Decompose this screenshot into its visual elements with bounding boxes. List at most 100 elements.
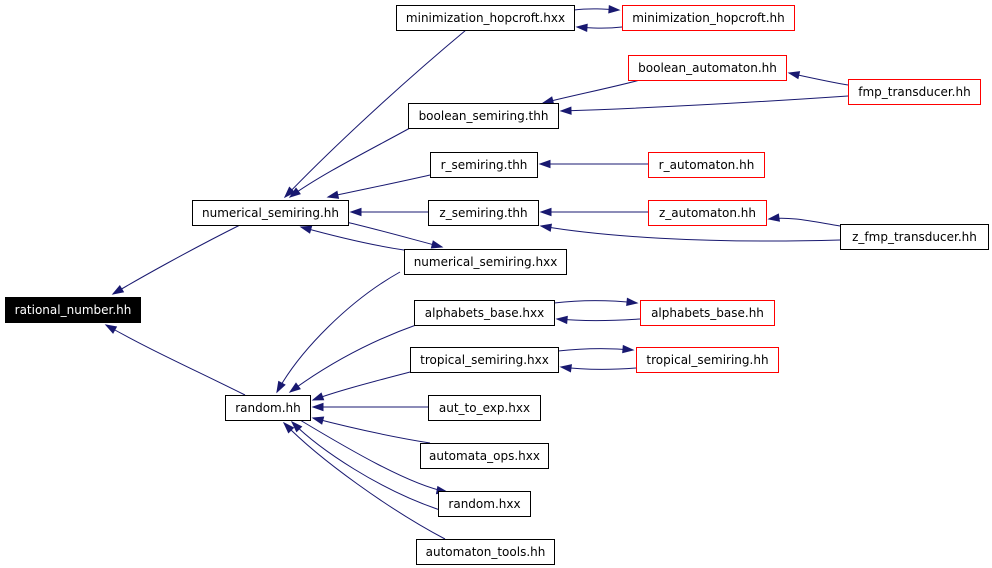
node-z-semiring-thh[interactable]: z_semiring.thh [428, 200, 539, 226]
arrowhead-icon [104, 324, 118, 334]
node-r-automaton-hh[interactable]: r_automaton.hh [648, 152, 765, 178]
edge-line [540, 225, 841, 242]
node-fmp-transducer-hh[interactable]: fmp_transducer.hh [848, 79, 981, 105]
arrowhead-icon [541, 96, 555, 105]
arrowhead-icon [349, 207, 362, 217]
node-box [636, 347, 779, 373]
edge-boolean_automaton_hh-to-boolean_semiring_thh [541, 79, 641, 105]
node-label: aut_to_exp.hxx [439, 401, 530, 415]
node-label: alphabets_base.hh [651, 306, 764, 320]
arrowhead-icon [767, 213, 780, 222]
edge-z_fmp_transducer_hh-to-z_automaton_hh [767, 213, 841, 227]
edge-line [345, 221, 443, 248]
node-box [628, 55, 787, 81]
node-box [430, 152, 538, 178]
edge-line [312, 417, 431, 444]
node-automaton-tools-hh[interactable]: automaton_tools.hh [416, 539, 555, 565]
node-box [396, 5, 575, 31]
node-box [848, 79, 981, 105]
arrowhead-icon [326, 190, 340, 199]
node-label: alphabets_base.hxx [425, 306, 544, 320]
nodes-layer: rational_number.hhnumerical_semiring.hhr… [5, 5, 989, 565]
node-box [420, 443, 549, 469]
node-label: minimization_hopcroft.hh [632, 11, 785, 25]
edge-random_hxx-to-random_hh [290, 420, 441, 511]
arrowhead-icon [622, 344, 635, 354]
arrowhead-icon [276, 380, 286, 394]
node-z-automaton-hh[interactable]: z_automaton.hh [648, 200, 767, 226]
node-rational-number-hh[interactable]: rational_number.hh [5, 297, 141, 323]
node-label: r_semiring.thh [441, 158, 528, 172]
edge-automata_ops_hxx-to-random_hh [311, 416, 431, 444]
edge-boolean_semiring_thh-to-numerical_semiring_hh [288, 127, 411, 198]
edge-line [284, 29, 467, 198]
edge-line [291, 421, 441, 511]
edge-line [553, 300, 638, 304]
edge-numerical_semiring_hxx-to-numerical_semiring_hh [299, 225, 405, 251]
edge-automaton_tools_hh-to-random_hh [282, 421, 446, 540]
node-boolean-semiring-thh[interactable]: boolean_semiring.thh [408, 103, 559, 129]
node-box [648, 152, 765, 178]
node-box [416, 539, 555, 565]
edge-numerical_semiring_hxx-to-random_hh [276, 271, 401, 394]
edge-alphabets_base_hxx-to-alphabets_base_hh [553, 297, 639, 307]
arrowhead-icon [311, 392, 325, 401]
node-label: tropical_semiring.hxx [420, 353, 549, 367]
edge-line [299, 419, 448, 493]
edge-line [560, 95, 849, 112]
edge-numerical_semiring_hh-to-rational_number_hh [111, 224, 241, 295]
arrowhead-icon [283, 186, 296, 199]
edge-line [542, 79, 641, 104]
node-label: random.hxx [448, 497, 520, 511]
node-box [192, 200, 349, 226]
node-random-hxx[interactable]: random.hxx [438, 491, 531, 517]
node-boolean-automaton-hh[interactable]: boolean_automaton.hh [628, 55, 787, 81]
node-box [428, 395, 541, 421]
node-label: z_automaton.hh [659, 206, 756, 220]
node-box [404, 249, 567, 275]
node-box [438, 491, 531, 517]
edge-line [560, 366, 637, 370]
node-box [428, 200, 539, 226]
arrowhead-icon [111, 285, 125, 295]
node-z-fmp-transducer-hh[interactable]: z_fmp_transducer.hh [840, 224, 989, 250]
node-alphabets-base-hh[interactable]: alphabets_base.hh [640, 300, 775, 326]
node-r-semiring-thh[interactable]: r_semiring.thh [430, 152, 538, 178]
node-random-hh[interactable]: random.hh [225, 395, 311, 421]
node-alphabets-base-hxx[interactable]: alphabets_base.hxx [414, 300, 555, 326]
node-minimization-hopcroft-hxx[interactable]: minimization_hopcroft.hxx [396, 5, 575, 31]
edge-line [312, 371, 411, 401]
node-automata-ops-hxx[interactable]: automata_ops.hxx [420, 443, 549, 469]
node-tropical-semiring-hxx[interactable]: tropical_semiring.hxx [410, 347, 559, 373]
node-label: r_automaton.hh [659, 158, 755, 172]
edge-r_automaton_hh-to-r_semiring_thh [538, 159, 648, 169]
arrowhead-icon [559, 106, 572, 115]
edge-minimization_hopcroft_hh-to-minimization_hopcroft_hxx [575, 23, 623, 33]
node-numerical-semiring-hh[interactable]: numerical_semiring.hh [192, 200, 349, 226]
edge-alphabets_base_hh-to-alphabets_base_hxx [555, 315, 641, 325]
arrowhead-icon [575, 23, 588, 33]
node-minimization-hopcroft-hh[interactable]: minimization_hopcroft.hh [622, 5, 795, 31]
node-aut-to-exp-hxx[interactable]: aut_to_exp.hxx [428, 395, 541, 421]
edge-line [556, 318, 641, 321]
node-tropical-semiring-hh[interactable]: tropical_semiring.hh [636, 347, 779, 373]
node-label: automaton_tools.hh [426, 545, 546, 559]
node-box [410, 347, 559, 373]
edge-z_fmp_transducer_hh-to-z_semiring_thh [539, 223, 841, 242]
edge-alphabets_base_hxx-to-random_hh [288, 324, 417, 393]
node-label: tropical_semiring.hh [646, 353, 768, 367]
node-numerical-semiring-hxx[interactable]: numerical_semiring.hxx [404, 249, 567, 275]
edge-line [276, 271, 401, 393]
edge-line [327, 174, 431, 198]
node-label: rational_number.hh [15, 303, 132, 317]
edge-random_hh-to-rational_number_hh [104, 324, 246, 396]
node-label: boolean_semiring.thh [419, 109, 549, 123]
node-label: z_semiring.thh [439, 206, 527, 220]
edge-fmp_transducer_hh-to-boolean_semiring_thh [559, 95, 849, 115]
edge-line [112, 224, 241, 295]
arrowhead-icon [538, 159, 551, 169]
arrowhead-icon [608, 5, 621, 14]
node-label: boolean_automaton.hh [638, 61, 777, 75]
edge-minimization_hopcroft_hxx-to-numerical_semiring_hh [283, 29, 467, 199]
